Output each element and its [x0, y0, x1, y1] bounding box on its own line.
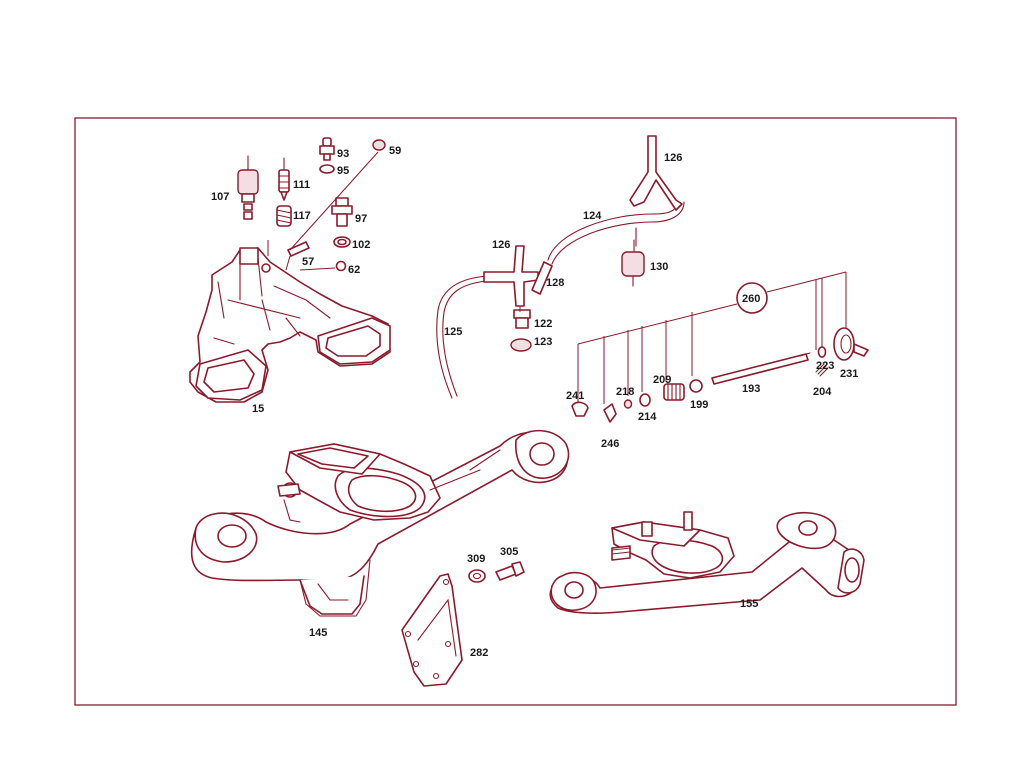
label-223: 223 — [816, 360, 834, 372]
part-214-washer — [639, 393, 651, 407]
label-95: 95 — [337, 165, 349, 177]
label-62: 62 — [348, 264, 360, 276]
part-62-ball — [335, 260, 347, 272]
part-260-kit — [577, 271, 847, 404]
label-155: 155 — [740, 598, 758, 610]
part-102-washer-inner — [337, 238, 347, 246]
diagram-frame — [74, 117, 957, 706]
label-214: 214 — [638, 411, 657, 423]
part-57-pin — [287, 241, 310, 257]
label-241: 241 — [566, 390, 584, 402]
label-260: 260 — [742, 293, 760, 305]
label-126-upper: 126 — [664, 152, 682, 164]
part-246-clip — [603, 403, 617, 423]
part-231-pulley — [833, 327, 869, 361]
label-282: 282 — [470, 647, 488, 659]
label-204: 204 — [813, 386, 832, 398]
part-145-exhaust-manifold — [190, 429, 570, 617]
part-117-spring — [276, 205, 292, 227]
label-93: 93 — [337, 148, 349, 160]
label-193: 193 — [742, 383, 760, 395]
part-59-cap — [372, 139, 386, 151]
part-97-fitting — [331, 197, 353, 227]
part-204-pin — [815, 363, 829, 377]
part-122-fitting — [513, 306, 531, 329]
label-218: 218 — [616, 386, 634, 398]
part-305-bolt — [495, 561, 525, 581]
label-102: 102 — [352, 239, 370, 251]
part-labels: 15 57 59 62 93 95 97 102 107 111 117 122… — [211, 145, 858, 659]
part-199-bushing — [689, 379, 703, 393]
label-305: 305 — [500, 546, 518, 558]
part-126-tee-lower — [483, 245, 539, 307]
part-209-spring — [663, 383, 685, 401]
part-111 — [278, 157, 290, 201]
label-309: 309 — [467, 553, 485, 565]
label-59: 59 — [389, 145, 401, 157]
part-241-clip — [571, 401, 589, 417]
label-130: 130 — [650, 261, 668, 273]
label-125: 125 — [444, 326, 462, 338]
part-282-bracket — [401, 573, 463, 687]
part-123-grommet — [510, 338, 532, 352]
label-124: 124 — [583, 210, 602, 222]
label-123: 123 — [534, 336, 552, 348]
label-122: 122 — [534, 318, 552, 330]
part-193-rod — [711, 352, 811, 385]
part-128-hose — [531, 261, 553, 295]
label-128: 128 — [546, 277, 564, 289]
label-15: 15 — [252, 403, 264, 415]
part-126-tee-upper — [629, 135, 683, 211]
part-130-valve — [621, 239, 645, 287]
part-309-washer — [468, 569, 486, 583]
part-125-hose — [436, 275, 489, 399]
part-15-intake-manifold — [189, 247, 391, 403]
label-126-lower: 126 — [492, 239, 510, 251]
part-93-bolt — [319, 137, 335, 161]
label-231: 231 — [840, 368, 858, 380]
label-107: 107 — [211, 191, 229, 203]
leader-lines-left-cluster — [267, 151, 379, 271]
label-199: 199 — [690, 399, 708, 411]
label-97: 97 — [355, 213, 367, 225]
label-117: 117 — [293, 210, 311, 222]
part-155-exhaust-manifold — [549, 511, 865, 614]
label-209: 209 — [653, 374, 671, 386]
part-218-nut — [623, 399, 633, 409]
label-57: 57 — [302, 256, 314, 268]
part-223-washer — [817, 346, 827, 358]
part-124-hose — [547, 201, 685, 265]
part-107 — [237, 155, 259, 220]
part-95-washer — [319, 164, 335, 174]
label-145: 145 — [309, 627, 327, 639]
label-111: 111 — [293, 179, 310, 191]
label-246: 246 — [601, 438, 619, 450]
